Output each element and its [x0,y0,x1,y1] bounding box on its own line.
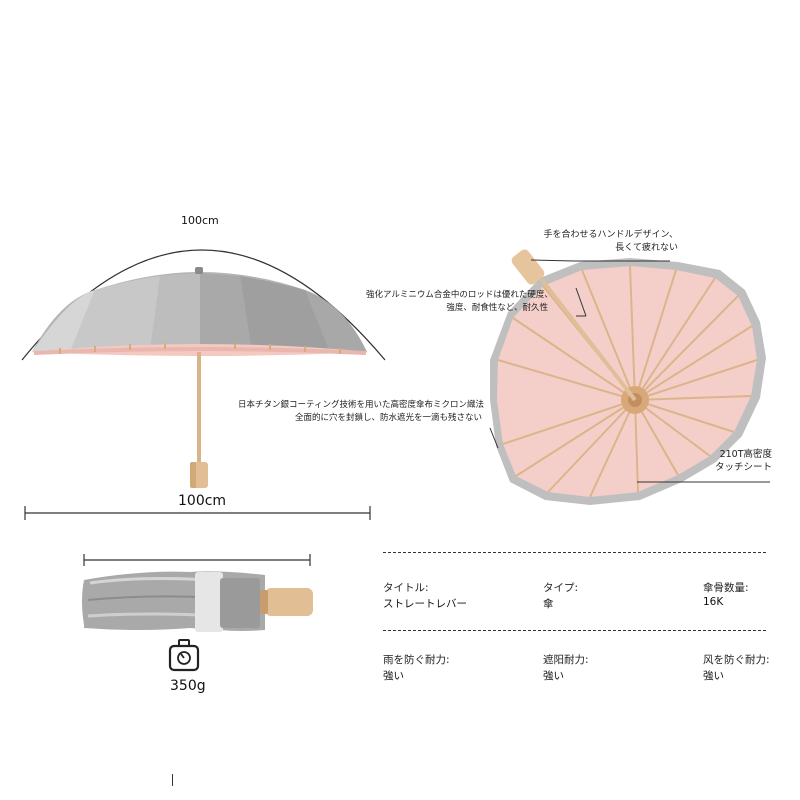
fabric-feature-line-2: タッチシート [714,462,772,473]
spec-type-label: タイプ: [543,582,579,594]
spec-divider-top [383,552,766,553]
coating-feature-line-1: 日本チタン銀コーティング技術を用いた高密度傘布ミクロン織法 [238,400,484,410]
spec-ribs-value: 16K [703,596,724,608]
scale-icon [168,639,200,672]
folded-umbrella-figure: 350g [70,550,330,710]
width-dimension-label: 100cm [178,493,227,509]
rod-feature-line-1: 強化アルミニウム合金中のロッドは優れた硬度、 [366,290,553,300]
rod-feature-line-2: 強度、耐食性など、耐久性 [446,303,548,313]
coating-feature-line-2: 全面的に穴を封鎖し、防水遮光を一滴も残さない [294,413,482,423]
spec-title-label: タイトル: [383,582,429,594]
specs-section: タイトル: ストレートレバー タイプ: 傘 傘骨数量: 16K 雨を防ぐ耐力: … [383,548,770,698]
folded-umbrella-illustration [82,554,313,672]
spec-ribs-label: 傘骨数量: [703,582,749,594]
underside-umbrella-figure [400,200,800,520]
open-umbrella-illustration [21,249,386,520]
spec-rain-label: 雨を防ぐ耐力: [383,654,450,666]
spec-sun-value: 強い [543,670,564,682]
spec-wind-label: 风を防ぐ耐力: [703,654,770,666]
arc-dimension-label: 100cm [181,214,219,227]
spec-sun-label: 遮阳耐力: [543,654,589,666]
fabric-feature-line-1: 210T高密度 [719,449,772,460]
spec-divider-middle [383,630,766,631]
spec-type-value: 傘 [543,598,554,610]
handle-feature-callout: 手を合わせるハンドルデザイン、 長くて疲れない [526,229,678,255]
bottom-tick [172,774,173,786]
fabric-feature-callout: 210T高密度 タッチシート [700,448,772,474]
spec-wind-value: 強い [703,670,724,682]
open-umbrella-figure: 100cm 100cm [0,0,400,530]
spec-rain-value: 強い [383,670,404,682]
coating-feature-callout: 日本チタン銀コーティング技術を用いた高密度傘布ミクロン織法 全面的に穴を封鎖し、… [238,399,484,425]
weight-label: 350g [170,678,206,694]
handle-feature-line-2: 長くて疲れない [615,243,678,253]
rod-feature-callout: 強化アルミニウム合金中のロッドは優れた硬度、 強度、耐食性など、耐久性 [366,289,553,315]
handle-feature-line-1: 手を合わせるハンドルデザイン、 [543,230,678,240]
underside-umbrella-illustration [489,249,770,505]
spec-title-value: ストレートレバー [383,598,467,610]
